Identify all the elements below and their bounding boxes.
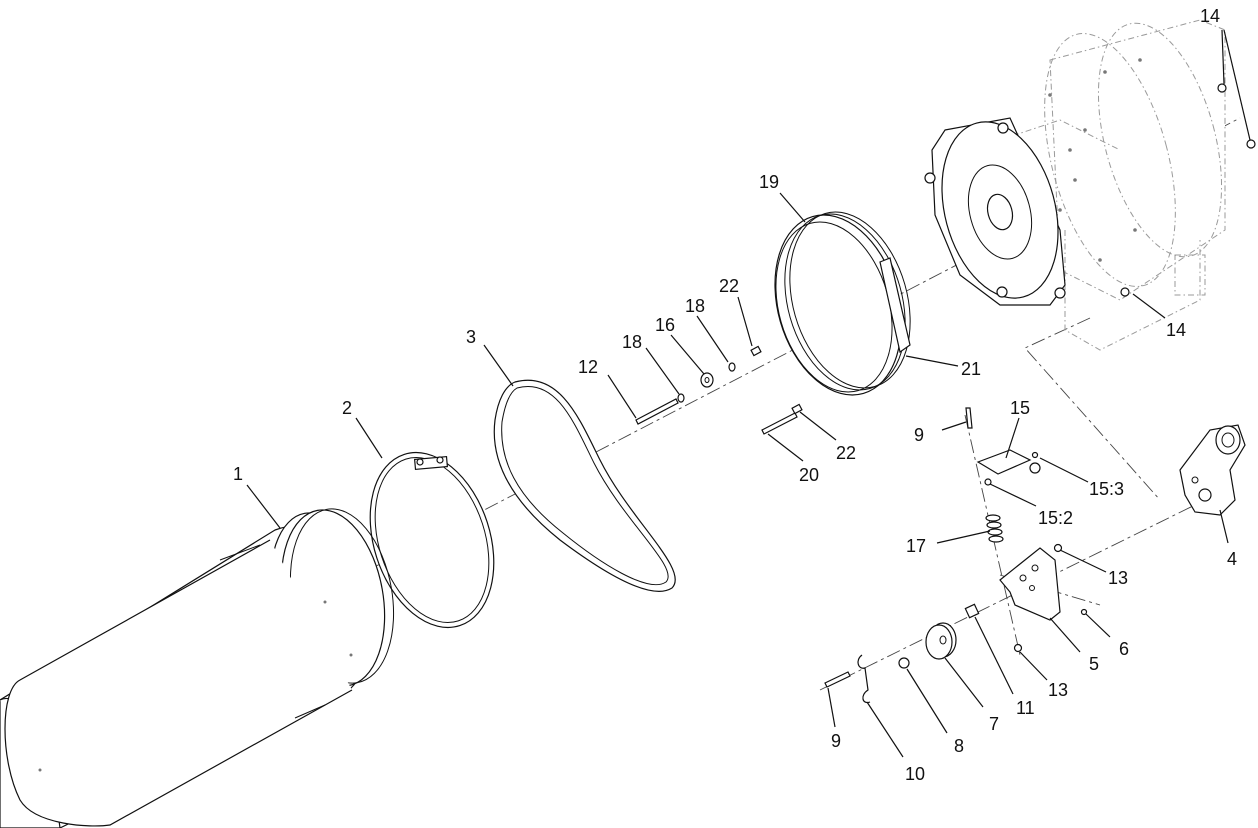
- part-12-bolt: [635, 398, 679, 425]
- callout-8: 8: [954, 736, 964, 756]
- part-22-spacer-b: [791, 403, 803, 415]
- part-3-belt: [493, 379, 676, 592]
- callout-21: 21: [961, 359, 981, 379]
- part-2-clamp: [369, 451, 495, 629]
- part-13-nut-lower: [1013, 643, 1023, 653]
- part-19-ring-band: [774, 211, 911, 396]
- part-14-nuts: [1120, 83, 1256, 297]
- callout-6: 6: [1119, 639, 1129, 659]
- inlet-flange: [924, 117, 1066, 306]
- axis-hardware: [635, 345, 803, 435]
- callout-11: 11: [1016, 698, 1035, 718]
- callout-22-upper: 22: [719, 276, 739, 296]
- part-9-pin-lower: [824, 671, 851, 688]
- callout-14-upper: 14: [1200, 6, 1220, 26]
- callout-labels: 1 2 3 4 5 6 7 8 9 9 10 11 12 13 13 14 14…: [233, 6, 1237, 784]
- part-6-screw: [1080, 608, 1088, 616]
- part-10-clip: [857, 654, 871, 704]
- blower-housing: [999, 19, 1226, 351]
- callout-14-lower: 14: [1166, 320, 1186, 340]
- callout-18-right: 18: [685, 296, 705, 316]
- callout-18-left: 18: [622, 332, 642, 352]
- callout-16: 16: [655, 315, 675, 335]
- part-16-washer: [700, 372, 714, 388]
- callout-10: 10: [905, 764, 925, 784]
- part-1-tube: [0, 508, 395, 828]
- callout-9-upper: 9: [914, 425, 924, 445]
- callout-20: 20: [799, 465, 819, 485]
- callout-1: 1: [233, 464, 243, 484]
- callout-9-lower: 9: [831, 731, 841, 751]
- callout-17: 17: [906, 536, 926, 556]
- callout-15: 15: [1010, 398, 1030, 418]
- part-15-lever: [965, 407, 1041, 486]
- part-18-washer-a: [677, 393, 685, 403]
- callout-4: 4: [1227, 549, 1237, 569]
- leader-lines: [246, 29, 1251, 758]
- part-8-nut: [898, 657, 910, 669]
- part-13-nut-upper: [1053, 543, 1063, 553]
- part-11-bushing: [964, 603, 980, 619]
- part-4-motor: [1179, 424, 1246, 516]
- part-18-washer-b: [728, 362, 736, 372]
- part-17-spring: [985, 514, 1004, 543]
- callout-22-lower: 22: [836, 443, 856, 463]
- callout-13-upper: 13: [1108, 568, 1128, 588]
- callout-19: 19: [759, 172, 779, 192]
- callout-15-3: 15:3: [1089, 479, 1124, 499]
- part-20-bolt: [761, 412, 798, 435]
- part-22-spacer-a: [750, 345, 762, 357]
- callout-12: 12: [578, 357, 598, 377]
- callout-7: 7: [989, 714, 999, 734]
- callout-2: 2: [342, 398, 352, 418]
- callout-15-2: 15:2: [1038, 508, 1073, 528]
- part-5-bracket: [999, 547, 1061, 621]
- part-9-pin-upper: [965, 407, 973, 429]
- callout-13-lower: 13: [1048, 680, 1068, 700]
- lower-pulley-group: [824, 543, 1088, 704]
- part-21-bracket: [879, 257, 911, 354]
- callout-5: 5: [1089, 654, 1099, 674]
- callout-3: 3: [466, 327, 476, 347]
